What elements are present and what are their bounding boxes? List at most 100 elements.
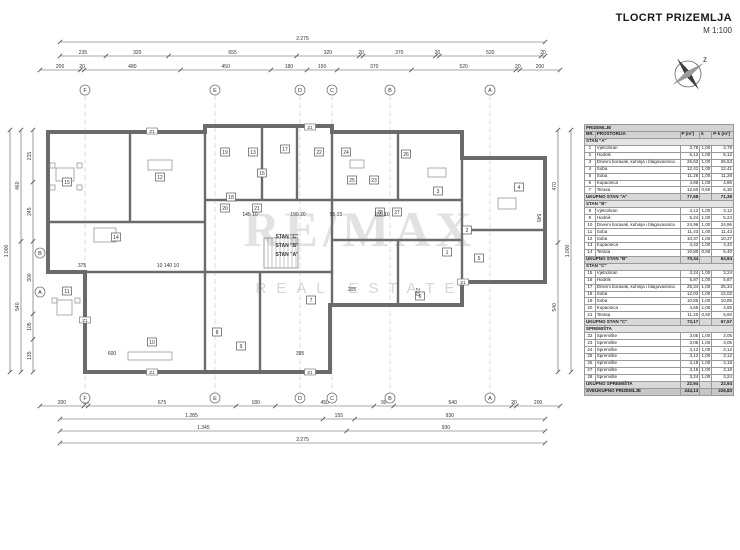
furniture bbox=[51, 297, 58, 304]
dim-tick bbox=[57, 440, 63, 446]
schedule-cell: 17 bbox=[584, 283, 596, 292]
dim-tick bbox=[57, 39, 63, 45]
grid-letter: A bbox=[38, 290, 42, 296]
wall-tag-label: Z1 bbox=[307, 125, 313, 130]
dim-tick bbox=[77, 67, 83, 73]
schedule-cell: 3,12 bbox=[679, 352, 701, 361]
schedule-cell: 3,24 bbox=[679, 269, 701, 278]
inner-dim-text: 145 10 bbox=[242, 212, 258, 218]
schedule-cell: 3,12 bbox=[679, 346, 701, 354]
dim-text: 540 bbox=[552, 303, 558, 312]
wall-tag bbox=[457, 278, 469, 286]
compass-needle bbox=[672, 58, 704, 90]
schedule-cell: 4,65 bbox=[711, 304, 734, 313]
dim-tick bbox=[304, 67, 310, 73]
schedule-cell: 3,78 bbox=[711, 144, 734, 153]
grid-marker bbox=[209, 392, 221, 404]
schedule-cell: 5,87 bbox=[679, 276, 701, 285]
schedule-cell: P·k (m²) bbox=[711, 130, 734, 139]
schedule-cell: 16 bbox=[584, 276, 596, 285]
dim-tick bbox=[555, 127, 561, 133]
schedule-cell: 3,24 bbox=[711, 269, 734, 278]
schedule-row: STAN "B" bbox=[584, 200, 734, 209]
schedule-cell: 1,00 bbox=[699, 332, 713, 341]
room-number: 25 bbox=[349, 178, 355, 184]
schedule-cell: STAN "C" bbox=[584, 262, 734, 271]
dim-tick bbox=[555, 240, 561, 246]
room-number: 13 bbox=[250, 150, 256, 156]
schedule-cell: Terasa bbox=[594, 248, 681, 257]
room-marker bbox=[341, 147, 351, 157]
schedule-cell: 3,18 bbox=[711, 359, 734, 368]
schedule-cell: 7 bbox=[584, 186, 596, 195]
schedule-cell: 3,12 bbox=[679, 207, 701, 216]
room-number: 8 bbox=[216, 330, 219, 336]
dim-text: 1.000 bbox=[4, 245, 10, 258]
schedule-cell: 5,24 bbox=[679, 214, 701, 223]
apartment-label: STAN "C" bbox=[276, 234, 300, 240]
dim-tick bbox=[557, 67, 563, 73]
dim-text: 200 bbox=[56, 64, 65, 70]
schedule-cell: 1,00 bbox=[699, 144, 713, 153]
schedule-cell: PRIZEMLJE bbox=[584, 124, 734, 132]
schedule-cell: UKUPNO STAN "A" bbox=[584, 193, 681, 202]
room-marker bbox=[257, 168, 267, 178]
dim-text: 540 bbox=[15, 302, 21, 311]
schedule-cell: 77,68 bbox=[679, 193, 701, 202]
apartment-label: STAN "A" bbox=[276, 252, 300, 258]
dim-tick bbox=[568, 369, 574, 375]
schedule-cell: 21 bbox=[584, 311, 596, 320]
schedule-cell: 14 bbox=[584, 248, 596, 257]
schedule-row: PRIZEMLJE bbox=[584, 124, 734, 132]
room-marker bbox=[442, 247, 452, 257]
dim-tick bbox=[18, 127, 24, 133]
schedule-cell: 3,78 bbox=[679, 144, 701, 153]
dim-tick bbox=[408, 67, 414, 73]
schedule-cell: 1,00 bbox=[699, 165, 713, 174]
schedule-cell: 1,00 bbox=[699, 359, 713, 368]
schedule-cell: Dnevni boravak, kuhinja i blagovaonica bbox=[594, 158, 681, 167]
furniture bbox=[497, 197, 517, 210]
room-marker bbox=[280, 144, 290, 154]
room-marker bbox=[462, 225, 472, 235]
dim-text: 200 bbox=[536, 64, 545, 70]
room-marker bbox=[220, 203, 230, 213]
dim-text: 150 bbox=[318, 64, 327, 70]
schedule-cell: BR. bbox=[584, 130, 596, 139]
schedule-cell: 1,00 bbox=[699, 290, 713, 299]
room-number: 16 bbox=[259, 171, 265, 177]
dim-text: 470 bbox=[552, 182, 558, 191]
schedule-cell bbox=[699, 255, 713, 264]
dim-tick bbox=[542, 53, 548, 59]
grid-letter: C bbox=[330, 396, 334, 402]
schedule-cell: 11 bbox=[584, 228, 596, 236]
grid-letter: E bbox=[213, 396, 217, 402]
dim-tick bbox=[30, 127, 36, 133]
dim-tick bbox=[18, 238, 24, 244]
room-marker bbox=[375, 207, 385, 217]
schedule-cell: 25 bbox=[584, 352, 596, 361]
schedule-cell: 10 bbox=[584, 221, 596, 230]
furniture bbox=[56, 299, 73, 316]
schedule-cell: Soba bbox=[594, 297, 681, 306]
wall-tag bbox=[304, 368, 316, 376]
schedule-cell: 11,43 bbox=[679, 228, 701, 236]
schedule-cell: SPREMIŠTA bbox=[584, 325, 734, 334]
schedule-cell: 1,00 bbox=[699, 241, 713, 250]
schedule-cell: 64,94 bbox=[711, 255, 734, 264]
schedule-cell: Spremište bbox=[594, 339, 681, 347]
room-number: 11 bbox=[64, 289, 69, 295]
dim-text: 155 bbox=[335, 413, 344, 419]
schedule-cell: 3,05 bbox=[711, 332, 734, 341]
schedule-cell: 5,87 bbox=[711, 276, 734, 285]
schedule-cell: 15 bbox=[584, 269, 596, 278]
schedule-cell: 12 bbox=[584, 235, 596, 243]
schedule-cell: UKUPNO SPREMIŠTA bbox=[584, 380, 681, 389]
dim-tick bbox=[356, 53, 362, 59]
inner-dim-text: 210 bbox=[414, 288, 420, 297]
schedule-cell: Soba bbox=[594, 235, 681, 243]
